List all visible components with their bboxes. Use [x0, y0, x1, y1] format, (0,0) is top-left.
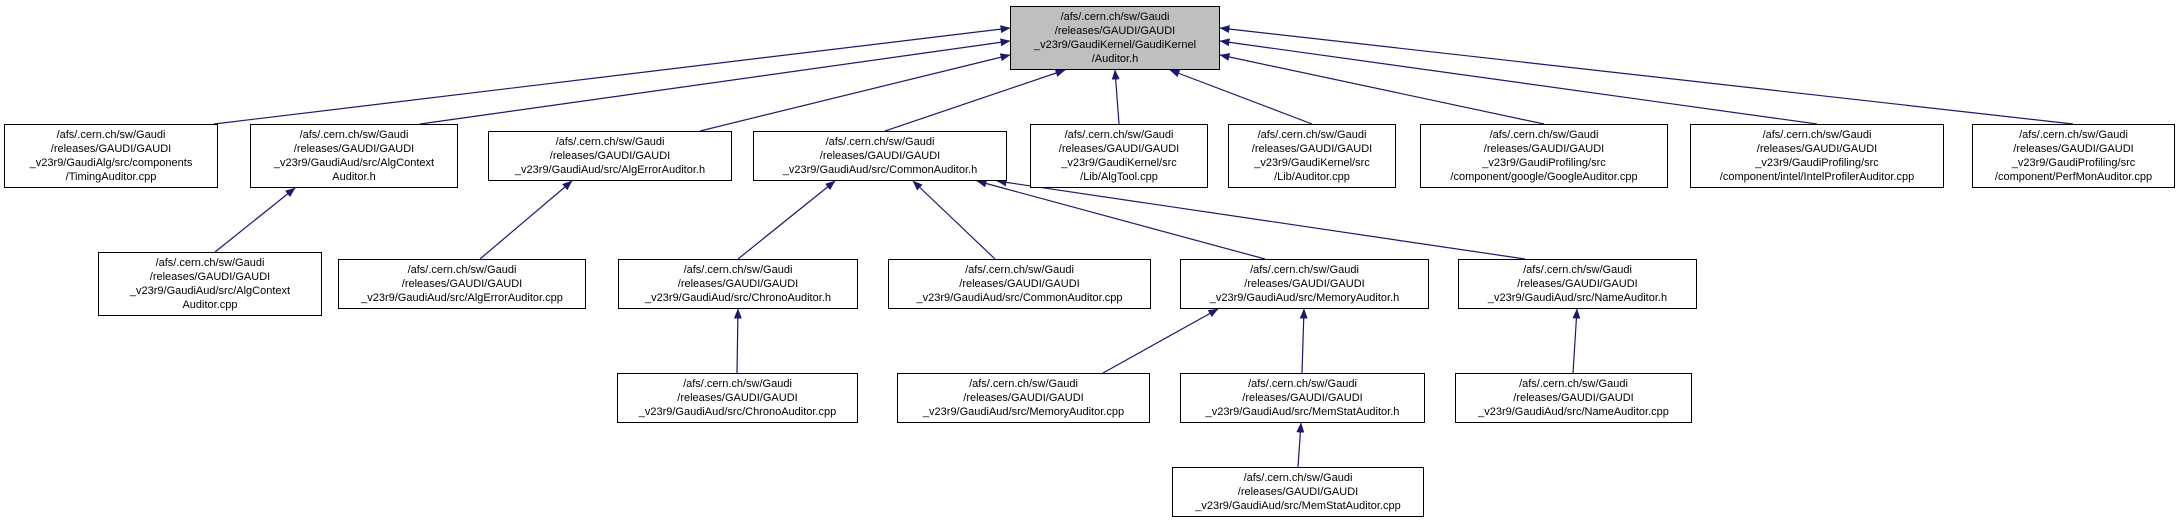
- edge-auditor-cpp-to-auditor-h: [1169, 69, 1313, 125]
- node-name-auditor-cpp[interactable]: /afs/.cern.ch/sw/Gaudi /releases/GAUDI/G…: [1455, 373, 1692, 423]
- edge-alg-error-auditor-cpp-to-alg-error-auditor-h: [479, 180, 573, 260]
- node-perf-mon-auditor-cpp[interactable]: /afs/.cern.ch/sw/Gaudi /releases/GAUDI/G…: [1972, 124, 2175, 188]
- node-timing-auditor-cpp[interactable]: /afs/.cern.ch/sw/Gaudi /releases/GAUDI/G…: [4, 124, 218, 188]
- node-alg-context-auditor-h[interactable]: /afs/.cern.ch/sw/Gaudi /releases/GAUDI/G…: [250, 124, 458, 188]
- edge-alg-context-auditor-h-to-auditor-h: [419, 38, 1011, 125]
- node-alg-error-auditor-h[interactable]: /afs/.cern.ch/sw/Gaudi /releases/GAUDI/G…: [488, 131, 732, 181]
- node-alg-error-auditor-cpp[interactable]: /afs/.cern.ch/sw/Gaudi /releases/GAUDI/G…: [338, 259, 586, 309]
- edge-intel-profiler-auditor-cpp-to-auditor-h: [1219, 38, 1818, 125]
- edge-name-auditor-cpp-to-name-auditor-h: [1572, 308, 1581, 374]
- node-mem-stat-auditor-h[interactable]: /afs/.cern.ch/sw/Gaudi /releases/GAUDI/G…: [1180, 373, 1425, 423]
- node-mem-stat-auditor-cpp[interactable]: /afs/.cern.ch/sw/Gaudi /releases/GAUDI/G…: [1172, 467, 1424, 517]
- edge-common-auditor-cpp-to-common-auditor-h: [912, 180, 996, 260]
- edge-chrono-auditor-cpp-to-chrono-auditor-h: [733, 308, 742, 374]
- edge-chrono-auditor-h-to-common-auditor-h: [737, 180, 836, 260]
- node-memory-auditor-h[interactable]: /afs/.cern.ch/sw/Gaudi /releases/GAUDI/G…: [1180, 259, 1429, 309]
- edge-google-auditor-cpp-to-auditor-h: [1219, 53, 1545, 125]
- node-auditor-cpp[interactable]: /afs/.cern.ch/sw/Gaudi /releases/GAUDI/G…: [1228, 124, 1396, 188]
- edge-common-auditor-h-to-auditor-h: [884, 69, 1066, 132]
- edge-mem-stat-auditor-h-to-memory-auditor-h: [1299, 308, 1308, 374]
- edge-perf-mon-auditor-cpp-to-auditor-h: [1219, 25, 2074, 125]
- node-chrono-auditor-h[interactable]: /afs/.cern.ch/sw/Gaudi /releases/GAUDI/G…: [618, 259, 858, 309]
- edge-memory-auditor-h-to-common-auditor-h: [976, 179, 1266, 260]
- node-memory-auditor-cpp[interactable]: /afs/.cern.ch/sw/Gaudi /releases/GAUDI/G…: [897, 373, 1150, 423]
- node-common-auditor-cpp[interactable]: /afs/.cern.ch/sw/Gaudi /releases/GAUDI/G…: [888, 259, 1151, 309]
- node-alg-tool-cpp[interactable]: /afs/.cern.ch/sw/Gaudi /releases/GAUDI/G…: [1030, 124, 1208, 188]
- node-intel-profiler-auditor-cpp[interactable]: /afs/.cern.ch/sw/Gaudi /releases/GAUDI/G…: [1690, 124, 1944, 188]
- edge-name-auditor-h-to-common-auditor-h: [996, 178, 1526, 260]
- node-auditor-h: /afs/.cern.ch/sw/Gaudi /releases/GAUDI/G…: [1010, 6, 1220, 70]
- edge-timing-auditor-cpp-to-auditor-h: [213, 25, 1011, 125]
- edge-memory-auditor-cpp-to-memory-auditor-h: [1102, 308, 1219, 374]
- node-chrono-auditor-cpp[interactable]: /afs/.cern.ch/sw/Gaudi /releases/GAUDI/G…: [617, 373, 858, 423]
- edge-mem-stat-auditor-cpp-to-mem-stat-auditor-h: [1296, 422, 1305, 468]
- node-common-auditor-h[interactable]: /afs/.cern.ch/sw/Gaudi /releases/GAUDI/G…: [753, 131, 1007, 181]
- edge-alg-error-auditor-h-to-auditor-h: [699, 53, 1011, 132]
- edge-alg-context-auditor-cpp-to-alg-context-auditor-h: [214, 187, 296, 253]
- node-google-auditor-cpp[interactable]: /afs/.cern.ch/sw/Gaudi /releases/GAUDI/G…: [1420, 124, 1668, 188]
- edge-alg-tool-cpp-to-auditor-h: [1111, 69, 1120, 125]
- node-alg-context-auditor-cpp[interactable]: /afs/.cern.ch/sw/Gaudi /releases/GAUDI/G…: [98, 252, 322, 316]
- node-name-auditor-h[interactable]: /afs/.cern.ch/sw/Gaudi /releases/GAUDI/G…: [1458, 259, 1697, 309]
